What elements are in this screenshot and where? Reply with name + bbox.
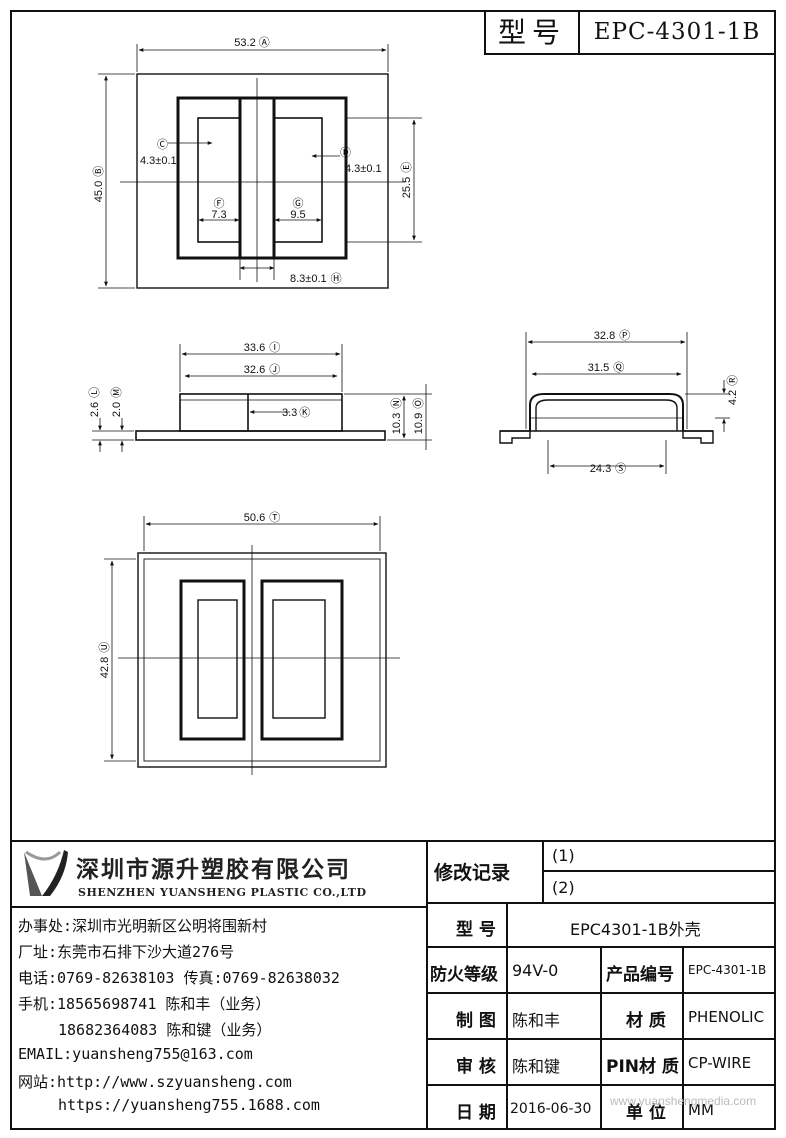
dim-45-0: 45.0Ⓑ — [92, 166, 105, 202]
top-view-core-frame — [176, 96, 348, 260]
reviewed-by-value: 陈和键 — [512, 1057, 561, 1076]
bottom-view — [104, 516, 400, 775]
bottom-view-outline — [137, 552, 387, 768]
model-label: 型 号 — [456, 920, 496, 940]
watermark: www.yuanshengmedia.com — [610, 1094, 757, 1108]
front-view-body — [179, 393, 343, 432]
phone-fax: 电话:0769-82638103 传真:0769-82638032 — [18, 969, 340, 987]
dim-2-0: 2.0Ⓜ — [110, 387, 123, 417]
top-view-left-slot — [197, 117, 241, 243]
website-1[interactable]: 网站:http://www.szyuansheng.com — [18, 1073, 292, 1091]
model-header: 型号 EPC-4301-1B — [484, 10, 776, 55]
company-name-cn: 深圳市源升塑胶有限公司 — [76, 857, 351, 883]
dim-7-3: 7.3 — [211, 209, 226, 221]
top-view-outline — [136, 73, 389, 289]
title-block: 深圳市源升塑胶有限公司 SHENZHEN YUANSHENG PLASTIC C… — [10, 840, 776, 1130]
side-view — [499, 332, 730, 474]
drawn-by-label: 制 图 — [456, 1011, 496, 1031]
website-2[interactable]: https://yuansheng755.1688.com — [58, 1096, 320, 1114]
product-code-value: EPC-4301-1B — [688, 963, 767, 977]
date-value: 2016-06-30 — [510, 1101, 592, 1117]
model-value: EPC4301-1B外壳 — [570, 920, 701, 939]
model-header-value: EPC-4301-1B — [593, 19, 761, 45]
drawing-frame — [10, 10, 776, 1130]
date-label: 日 期 — [456, 1103, 496, 1123]
pin-material-label: PIN材 质 — [606, 1057, 679, 1077]
product-code-label: 产品编号 — [606, 965, 674, 985]
office-address: 办事处:深圳市光明新区公明将围新村 — [18, 917, 268, 935]
side-view-arch — [529, 393, 684, 431]
dim-2-6: 2.6Ⓛ — [88, 387, 101, 417]
top-view — [98, 44, 422, 289]
unit-label: 单 位 — [626, 1103, 666, 1123]
dim-4-2: 4.2Ⓡ — [726, 375, 739, 405]
material-label: 材 质 — [626, 1011, 666, 1031]
company-logo-icon — [24, 850, 68, 896]
material-value: PHENOLIC — [688, 1008, 765, 1026]
drawn-by-value: 陈和丰 — [512, 1011, 561, 1030]
model-header-label: 型号 — [486, 12, 580, 53]
reviewed-by-label: 审 核 — [456, 1057, 496, 1077]
pin-material-value: CP-WIRE — [688, 1054, 752, 1072]
dim-right-slot: 4.3±0.1 — [345, 163, 382, 175]
dim-left-slot-mark: Ⓒ — [157, 138, 168, 151]
mobile-2: 18682364083 陈和键（业务） — [58, 1021, 272, 1039]
dim-right-slot-mark: Ⓓ — [340, 146, 351, 159]
fire-rating-value: 94V-0 — [512, 961, 559, 980]
unit-value: MM — [688, 1101, 714, 1119]
dim-10-9: 10.9Ⓞ — [412, 398, 425, 434]
dim-left-slot: 4.3±0.1 — [140, 155, 177, 167]
email[interactable]: EMAIL:yuansheng755@163.com — [18, 1045, 253, 1063]
revision-row-1: (1) — [552, 846, 575, 865]
dim-10-3: 10.3Ⓝ — [390, 398, 403, 434]
front-view — [92, 344, 432, 452]
dim-9-5-mark: Ⓖ — [293, 197, 304, 210]
company-name-en: SHENZHEN YUANSHENG PLASTIC CO.,LTD — [78, 886, 367, 899]
mobile-1: 手机:18565698741 陈和丰（业务） — [18, 995, 271, 1013]
dim-42-8: 42.8Ⓤ — [98, 642, 111, 678]
dim-9-5: 9.5 — [290, 209, 305, 221]
revision-row-2: (2) — [552, 878, 575, 897]
factory-address: 厂址:东莞市石排下沙大道276号 — [18, 943, 235, 961]
revision-label: 修改记录 — [434, 862, 511, 884]
company-header: 深圳市源升塑胶有限公司 SHENZHEN YUANSHENG PLASTIC C… — [10, 840, 426, 908]
dim-25-5: 25.5Ⓔ — [400, 162, 413, 198]
front-view-base-plate — [135, 430, 386, 441]
dim-7-3-mark: Ⓕ — [214, 197, 225, 210]
bottom-view-left-window — [179, 579, 246, 741]
bottom-view-right-window — [260, 579, 344, 741]
fire-rating-label: 防火等级 — [430, 965, 498, 985]
top-view-right-slot — [273, 117, 323, 243]
